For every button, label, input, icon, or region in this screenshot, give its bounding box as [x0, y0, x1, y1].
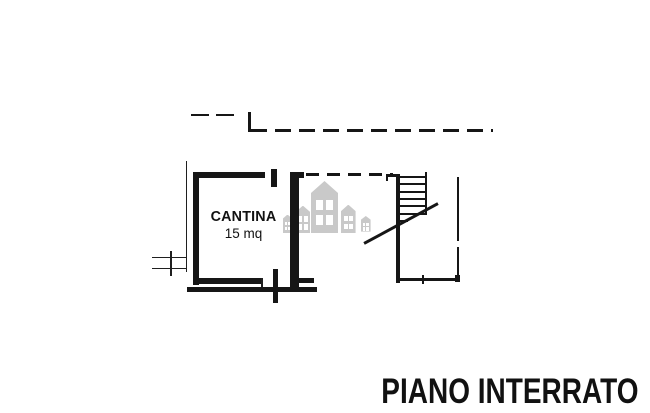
- house-window: [362, 227, 366, 231]
- house-window: [343, 215, 348, 222]
- stair-tread: [399, 198, 425, 200]
- outer-bottom-wall: [187, 287, 317, 292]
- stair-tread: [399, 190, 425, 193]
- stair-tread: [399, 175, 425, 178]
- wall-section-tick: [169, 251, 172, 276]
- house-window: [303, 216, 308, 222]
- room-top-wall: [193, 171, 265, 178]
- stair-bottom-wall: [397, 277, 460, 282]
- partition-dash: [306, 173, 393, 176]
- outer-wall-thin-line: [185, 161, 188, 272]
- room-bottom-wall: [193, 277, 262, 284]
- wall-end-cap: [260, 277, 263, 292]
- stair-tread: [399, 205, 425, 208]
- boundary-dash-upper: [191, 113, 235, 117]
- room-right-wall: [290, 171, 299, 290]
- stair-tread: [399, 183, 425, 185]
- house-window: [362, 222, 366, 226]
- house-window: [326, 199, 333, 210]
- wall-section-line: [152, 256, 186, 259]
- section-cut-line: [363, 202, 439, 245]
- house-window: [349, 223, 353, 230]
- house-window: [298, 216, 303, 222]
- house-window: [366, 227, 369, 231]
- floor-title: PIANO INTERRATO: [380, 372, 638, 411]
- boundary-dash-lower: [251, 129, 493, 132]
- house-window: [316, 199, 323, 210]
- house-watermark-icon: [341, 204, 356, 234]
- house-watermark-icon: [311, 181, 338, 233]
- house-window: [288, 222, 291, 226]
- wall-section-line: [152, 267, 186, 270]
- house-window: [284, 222, 288, 226]
- room-label: CANTINA: [210, 209, 277, 225]
- house-window: [303, 224, 308, 230]
- house-window: [316, 214, 323, 225]
- right-boundary-wall-lower: [456, 247, 460, 278]
- room-area-label: 15 mq: [224, 226, 263, 241]
- door-jamb: [271, 169, 277, 187]
- house-window: [343, 223, 348, 230]
- house-watermark-icon: [361, 216, 371, 232]
- house-window: [298, 224, 303, 230]
- house-watermark-icon: [283, 214, 292, 233]
- house-window: [288, 227, 291, 231]
- stair-bottom-tick: [422, 274, 425, 284]
- stair-hook-drop: [386, 174, 388, 181]
- stair-left-wall: [396, 174, 400, 283]
- stair-tread: [399, 212, 425, 215]
- room-right-wall-cap: [290, 171, 304, 178]
- house-window: [284, 227, 288, 231]
- right-boundary-wall-upper: [456, 177, 460, 241]
- stair-tread-edge: [424, 171, 427, 215]
- room-left-wall: [193, 171, 199, 285]
- house-watermark-icon: [295, 205, 311, 234]
- boundary-step: [248, 112, 252, 132]
- house-window: [349, 215, 353, 222]
- right-wall-foot: [299, 277, 314, 284]
- stair-hook: [386, 174, 397, 177]
- house-window: [326, 214, 333, 225]
- door-bar: [272, 269, 278, 303]
- house-window: [366, 222, 369, 226]
- stair-bottom-corner: [454, 275, 460, 283]
